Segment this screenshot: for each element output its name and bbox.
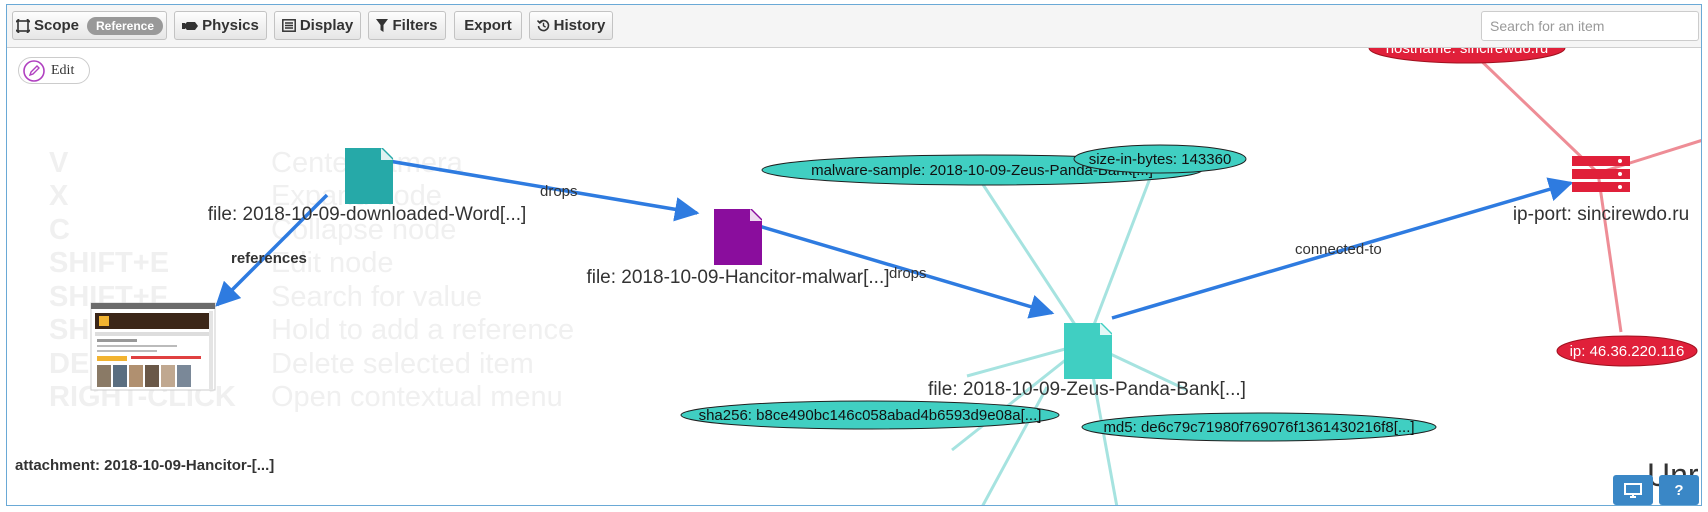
display-button[interactable]: Display <box>274 11 361 40</box>
scope-label: Scope <box>33 17 79 34</box>
history-label: History <box>553 17 606 34</box>
hostname-label: hostname: sincirewdo.ru <box>1386 48 1549 57</box>
help-button[interactable]: ? <box>1659 475 1699 505</box>
toolbar: Scope Reference Physics Display Filters … <box>7 5 1701 48</box>
sha256-node[interactable]: sha256: b8ce490bc146c058abad4b6593d9e08a… <box>680 400 1060 430</box>
ip-label: ip: 46.36.220.116 <box>1570 343 1685 360</box>
shortcut-desc: Search for value <box>271 281 482 313</box>
export-label: Export <box>464 17 512 34</box>
attachment-thumbnail <box>90 302 216 391</box>
edit-button[interactable]: Edit <box>18 57 90 84</box>
monitor-icon <box>1624 482 1642 498</box>
attachment-node[interactable]: attachment: 2018-10-09-Hancitor-[...] <box>15 302 274 474</box>
edge-drops-2 <box>758 224 1055 319</box>
help-label: ? <box>1674 481 1684 499</box>
scope-icon <box>15 18 30 33</box>
edge-ip <box>1596 172 1623 333</box>
md5-node[interactable]: md5: de6c79c71980f769076f1361430216f8[..… <box>1081 412 1437 442</box>
hostname-node[interactable]: hostname: sincirewdo.ru <box>1368 48 1566 64</box>
shortcut-descriptions: Center camera Expand node Collapse node … <box>271 147 574 413</box>
scope-badge: Reference <box>86 16 164 35</box>
md5-label: md5: de6c79c71980f769076f1361430216f8[..… <box>1103 419 1414 436</box>
filters-button[interactable]: Filters <box>368 11 446 40</box>
filter-icon <box>376 19 389 32</box>
shortcut-desc: Delete selected item <box>271 348 534 380</box>
attachment-label: attachment: 2018-10-09-Hancitor-[...] <box>15 457 274 474</box>
edge-offscreen-2 <box>981 386 1049 505</box>
sha256-label: sha256: b8ce490bc146c058abad4b6593d9e08a… <box>699 407 1042 424</box>
shortcut-key: SHIFT+E <box>49 247 169 279</box>
file-hancitor-node[interactable]: file: 2018-10-09-Hancitor-malwar[...] <box>586 209 890 288</box>
file-icon <box>1064 323 1112 379</box>
filters-label: Filters <box>392 17 438 34</box>
history-icon <box>536 19 549 32</box>
edge-offscreen-red <box>1597 139 1701 175</box>
shortcut-desc: Edit node <box>271 247 394 279</box>
file-word-node[interactable]: file: 2018-10-09-downloaded-Word[...] <box>208 148 527 225</box>
pencil-icon <box>23 59 45 82</box>
shortcut-desc: Open contextual menu <box>271 381 563 413</box>
edit-label: Edit <box>51 62 75 78</box>
ip-port-node[interactable]: ip-port: sincirewdo.ru <box>1513 156 1689 225</box>
edge-drops-1 <box>364 155 700 222</box>
shortcut-key: V <box>49 147 69 179</box>
network-graph[interactable]: V X C SHIFT+E SHIFT+F SHIFT DEL RIGHT-CL… <box>7 48 1702 506</box>
edge-label-drops-1: drops <box>540 183 578 200</box>
edge-malware-sample <box>980 182 1089 344</box>
size-in-bytes-label: size-in-bytes: 143360 <box>1089 151 1232 168</box>
file-word-label: file: 2018-10-09-downloaded-Word[...] <box>208 204 527 225</box>
malware-sample-label: malware-sample: 2018-10-09-Zeus-Panda-Ba… <box>811 162 1153 179</box>
file-icon <box>714 209 762 265</box>
export-button[interactable]: Export <box>454 11 522 40</box>
list-icon <box>281 19 296 32</box>
display-label: Display <box>299 17 354 34</box>
edge-size-in-bytes <box>1085 172 1154 344</box>
edge-label-references: references <box>231 250 307 267</box>
network-edges <box>1470 50 1701 333</box>
file-zeus-node[interactable]: file: 2018-10-09-Zeus-Panda-Bank[...] <box>928 323 1246 400</box>
search-input[interactable] <box>1481 11 1699 41</box>
shortcut-key: X <box>49 180 69 212</box>
ip-node[interactable]: ip: 46.36.220.116 <box>1556 335 1698 367</box>
file-zeus-label: file: 2018-10-09-Zeus-Panda-Bank[...] <box>928 379 1246 400</box>
shortcut-key: C <box>49 214 70 246</box>
file-hancitor-label: file: 2018-10-09-Hancitor-malwar[...] <box>586 267 889 288</box>
rocket-icon <box>182 21 199 30</box>
graph-panel: Scope Reference Physics Display Filters … <box>6 4 1702 506</box>
size-in-bytes-node[interactable]: size-in-bytes: 143360 <box>1073 144 1247 174</box>
physics-label: Physics <box>202 17 259 34</box>
history-button[interactable]: History <box>529 11 613 40</box>
edge-references <box>215 193 329 307</box>
physics-button[interactable]: Physics <box>174 11 267 40</box>
edge-labels: drops drops connected-to references <box>231 183 1382 282</box>
edge-connected-to <box>1111 177 1574 320</box>
relationship-edges <box>215 155 1574 320</box>
edge-label-connected-to: connected-to <box>1295 241 1382 258</box>
shortcut-desc: Hold to add a reference <box>271 314 574 346</box>
ip-port-label: ip-port: sincirewdo.ru <box>1513 204 1689 225</box>
edge-hostname <box>1470 50 1600 175</box>
scope-button[interactable]: Scope Reference <box>12 11 167 40</box>
fullscreen-button[interactable] <box>1613 475 1653 505</box>
server-icon <box>1572 156 1630 192</box>
edge-label-drops-2: drops <box>889 265 927 282</box>
file-icon <box>345 148 393 204</box>
